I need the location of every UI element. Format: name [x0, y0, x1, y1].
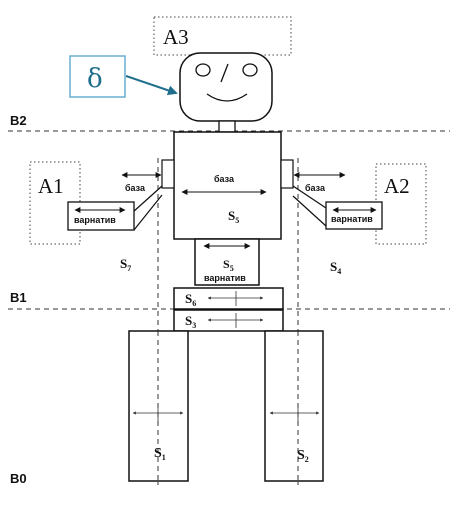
robot-neck [218, 120, 236, 133]
delta-box [69, 55, 126, 98]
zone-a1-label: A1 [38, 174, 64, 198]
zone-a2-label: A2 [384, 174, 410, 198]
segment-s7: S7 [120, 256, 131, 273]
baza-label-left: база [125, 183, 146, 193]
delta-symbol: δ [87, 64, 103, 94]
left-arm-upper [132, 185, 163, 213]
level-label-b1: B1 [10, 290, 27, 305]
left-hand-box [67, 201, 135, 231]
level-label-b2: B2 [10, 113, 27, 128]
segment-s1: S1 [154, 446, 166, 462]
mouth [206, 93, 248, 102]
robot-head [179, 52, 273, 122]
right-hand-box [325, 201, 383, 230]
segment-s5-waist: S5 [223, 257, 234, 273]
level-label-b0: B0 [10, 471, 27, 486]
left-arm-lower [133, 194, 163, 231]
segment-s3: S3 [185, 313, 196, 330]
zone-a1 [29, 161, 81, 245]
right-leg [264, 330, 324, 482]
left-eye [195, 63, 211, 77]
variant-label-right: варнатив [331, 214, 373, 224]
variant-label-left: варнатив [74, 215, 116, 225]
segment-s2: S2 [297, 448, 309, 464]
segment-s6: S6 [185, 291, 196, 308]
delta-arrow [125, 75, 178, 96]
variant-label-center: варнатив [204, 273, 246, 283]
baza-label-center: база [214, 174, 235, 184]
baza-label-right: база [305, 183, 326, 193]
right-arm-lower [292, 195, 327, 227]
segment-s4: S4 [330, 259, 341, 276]
zone-a3-label: A3 [163, 25, 189, 49]
right-eye [242, 63, 258, 77]
right-arm-upper [292, 185, 327, 209]
segment-s5-body: S5 [228, 208, 239, 225]
left-shoulder [161, 159, 175, 189]
nose [220, 63, 229, 83]
zone-a3 [153, 16, 292, 56]
right-shoulder [280, 159, 294, 189]
